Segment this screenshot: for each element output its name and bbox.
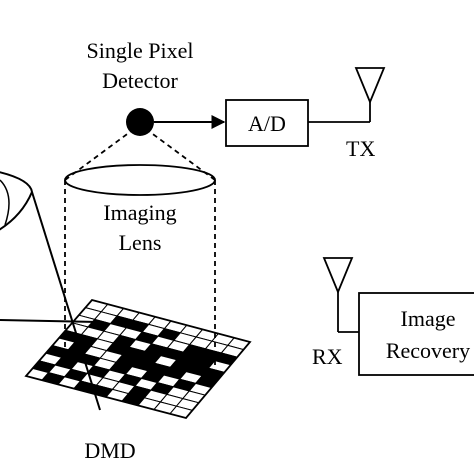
recovery-label-line2: Recovery (386, 338, 470, 363)
rx-label: RX (312, 344, 343, 369)
focus-line (64, 128, 135, 181)
rx-antenna-icon (322, 257, 354, 295)
dmd-mirror-grid (24, 298, 252, 420)
single-pixel-detector (126, 108, 154, 136)
dmd-outline (24, 298, 252, 420)
illumination-ray (0, 319, 99, 323)
illumination-ray (31, 191, 101, 411)
tx-label: TX (346, 136, 375, 161)
lens-label-line1: Imaging (103, 200, 176, 225)
lens-label-line2: Lens (119, 230, 162, 255)
focus-line (145, 128, 216, 181)
adc-label: A/D (248, 111, 286, 136)
detector-label-line1: Single Pixel (87, 38, 194, 63)
recovery-label-line1: Image (401, 306, 456, 331)
detector-label-line2: Detector (102, 68, 178, 93)
imaging-lens (64, 164, 216, 196)
dmd-label: DMD (84, 438, 135, 463)
light-source-icon (0, 171, 34, 231)
image-recovery-box (358, 292, 474, 376)
tx-antenna-icon (354, 67, 386, 105)
adc-box (225, 99, 309, 147)
